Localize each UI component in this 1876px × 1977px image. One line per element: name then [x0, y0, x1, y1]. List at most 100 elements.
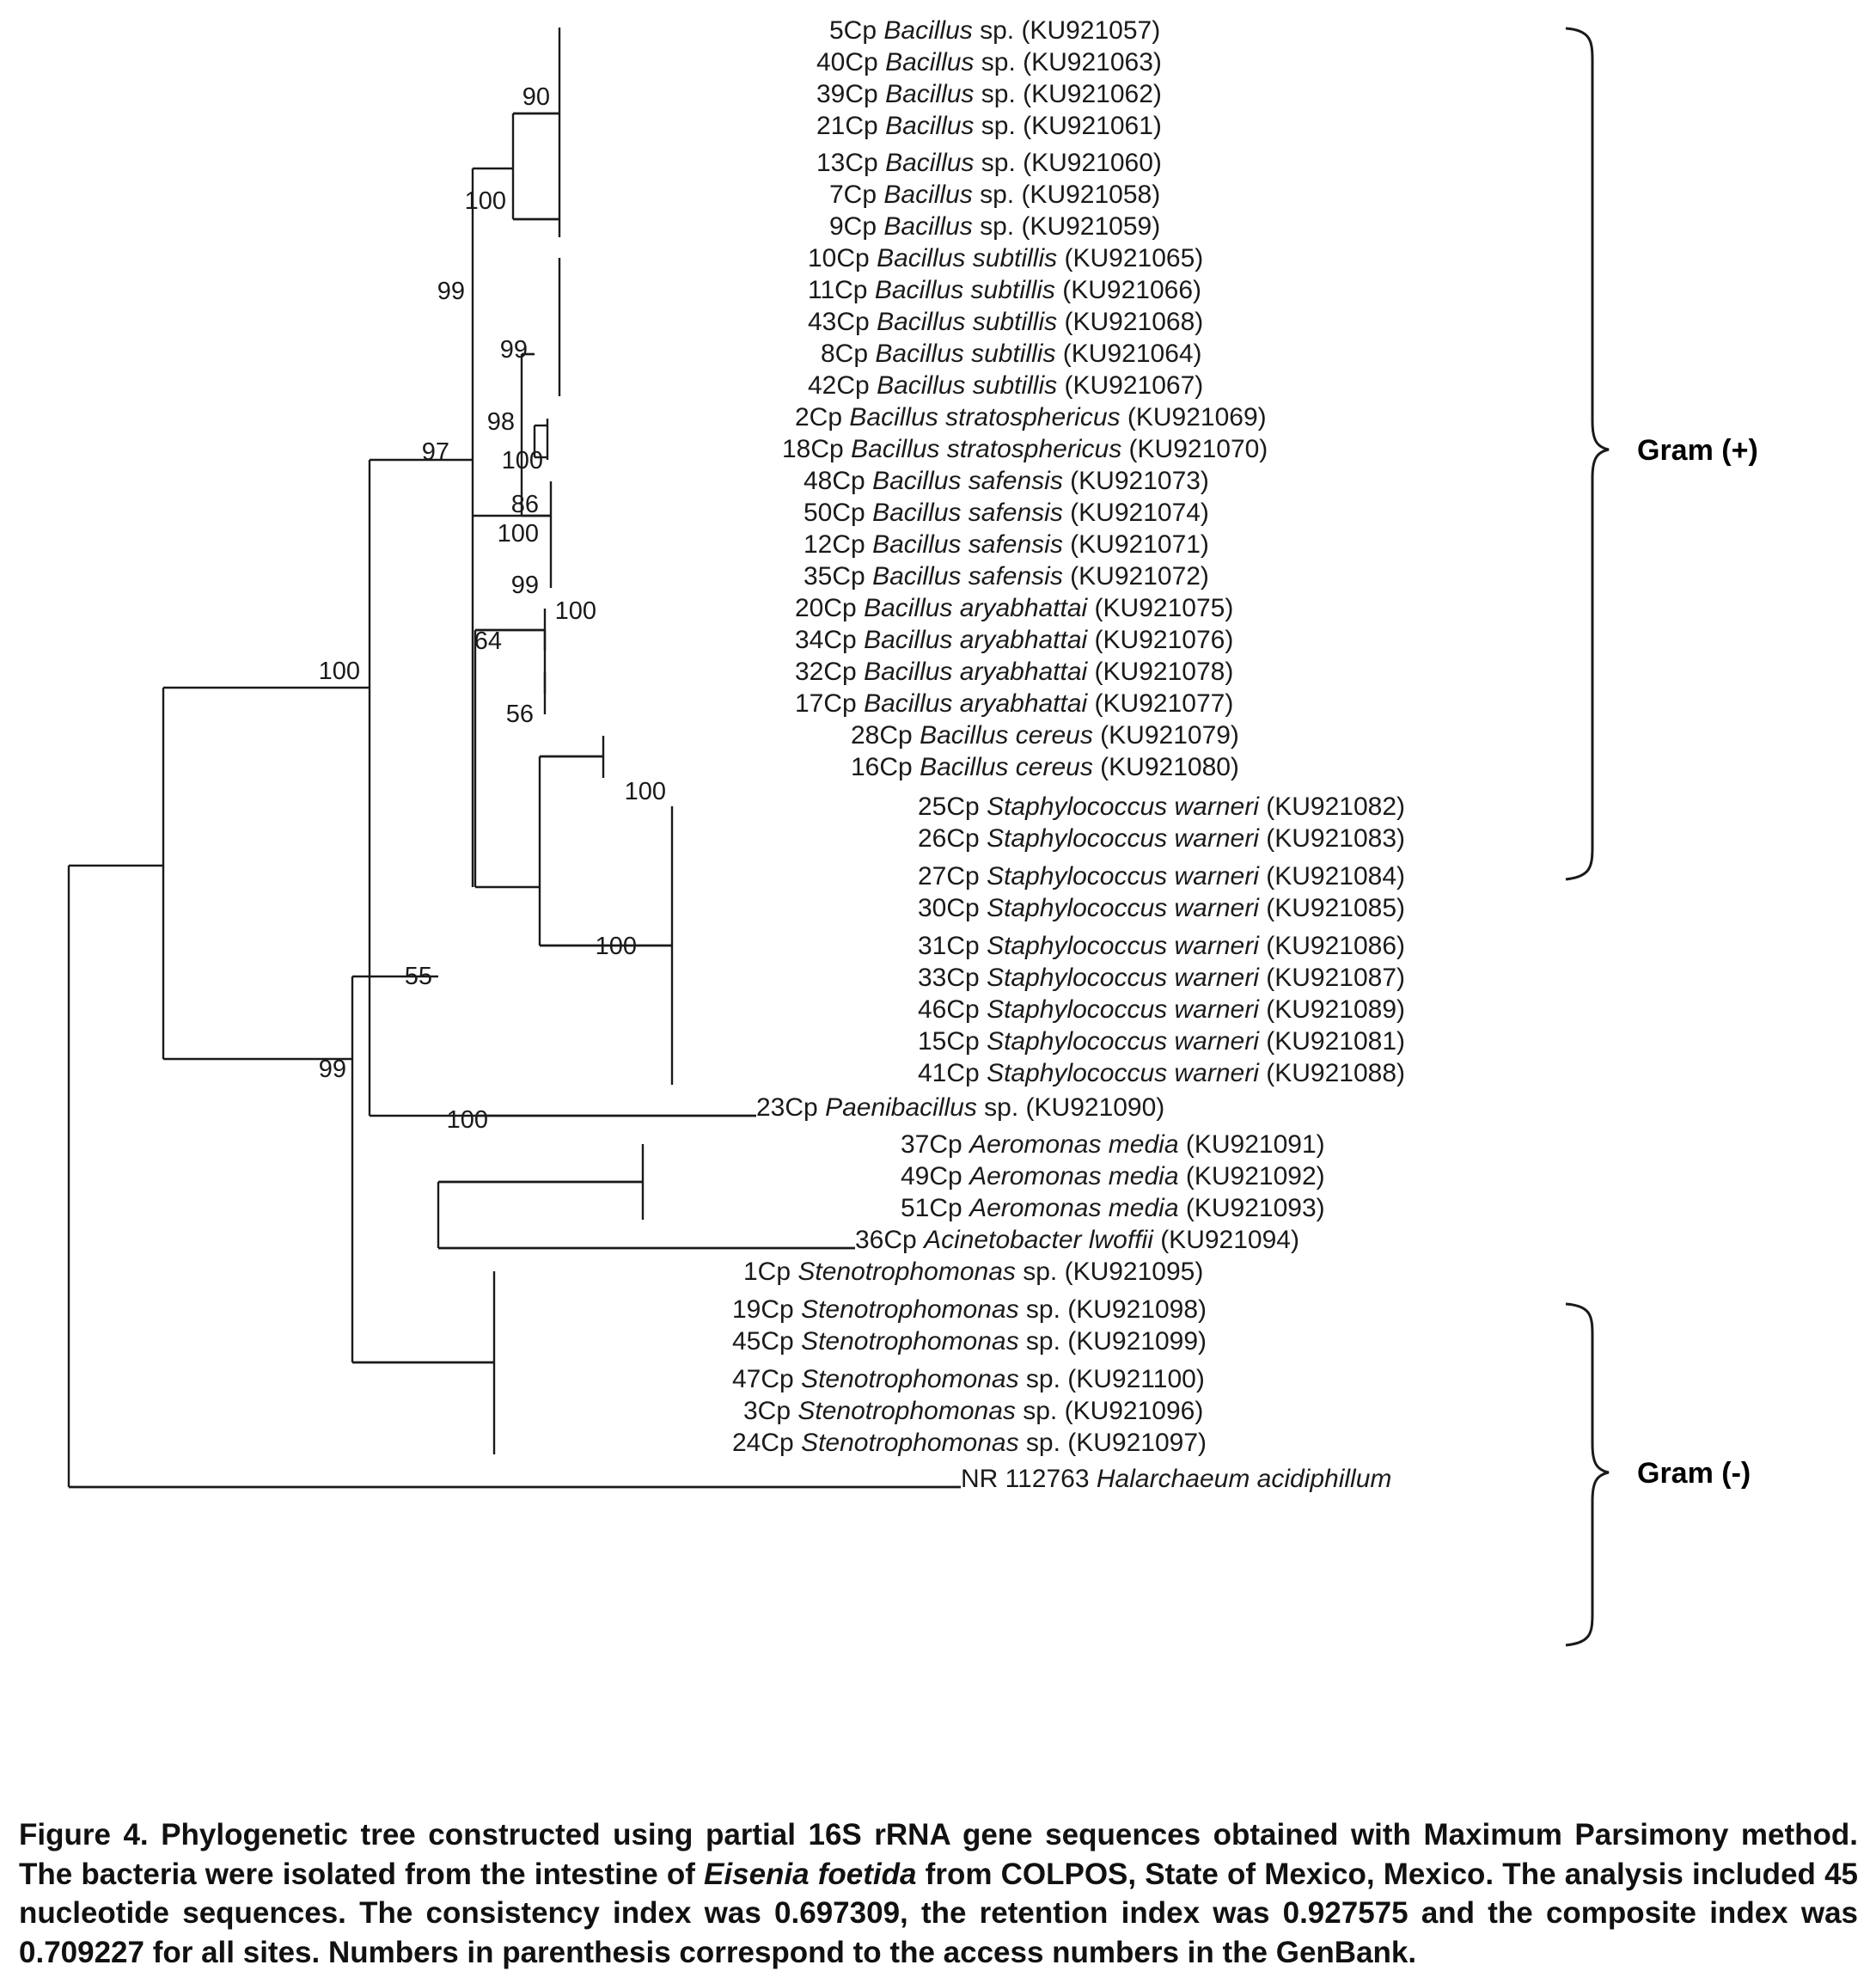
tip-species-name: Bacillus [885, 149, 974, 177]
tip-species-name: Staphylococcus warneri [987, 1027, 1260, 1056]
tip-label: 7Cp Bacillus sp. (KU921058) [829, 181, 1160, 209]
tip-label: 32Cp Bacillus aryabhattai (KU921078) [795, 658, 1233, 686]
tip-strain-id: 18Cp [782, 435, 851, 463]
tip-accession: sp. (KU921059) [973, 212, 1160, 241]
tip-label: 40Cp Bacillus sp. (KU921063) [816, 48, 1162, 77]
tip-species-name: Staphylococcus warneri [987, 932, 1260, 960]
tip-strain-id: 51Cp [901, 1194, 969, 1222]
tip-label: 45Cp Stenotrophomonas sp. (KU921099) [732, 1327, 1207, 1356]
tip-accession: (KU921085) [1259, 894, 1405, 922]
tip-label: 17Cp Bacillus aryabhattai (KU921077) [795, 689, 1233, 718]
tip-strain-id: 7Cp [829, 181, 883, 209]
tip-accession: (KU921081) [1259, 1027, 1405, 1056]
tip-species-name: Bacillus [885, 112, 974, 140]
tip-accession: (KU921070) [1121, 435, 1268, 463]
bootstrap-value: 64 [474, 627, 502, 655]
tip-species-name: Aeromonas media [968, 1194, 1178, 1222]
tip-label: 31Cp Staphylococcus warneri (KU921086) [918, 932, 1405, 960]
caption-text-part1: Phylogenetic tree constructed using part… [19, 1818, 1858, 1891]
tip-strain-id: 34Cp [795, 626, 864, 654]
tip-label: 49Cp Aeromonas media (KU921092) [901, 1162, 1325, 1190]
tip-strain-id: 25Cp [918, 793, 987, 821]
tip-accession: (KU921079) [1093, 721, 1239, 750]
tip-accession: (KU921065) [1057, 244, 1203, 272]
tip-accession: (KU921064) [1055, 340, 1201, 368]
tip-accession: (KU921074) [1063, 499, 1209, 527]
tip-strain-id: 42Cp [808, 371, 877, 400]
tip-strain-id: 10Cp [808, 244, 877, 272]
tip-label: 1Cp Stenotrophomonas sp. (KU921095) [743, 1258, 1203, 1286]
bootstrap-value: 86 [511, 491, 539, 518]
tip-accession: (KU921068) [1057, 308, 1203, 336]
tip-strain-id: 47Cp [732, 1365, 801, 1393]
tip-species-name: Bacillus safensis [872, 499, 1063, 527]
tip-species-name: Stenotrophomonas [801, 1327, 1019, 1356]
tip-species-name: Staphylococcus warneri [987, 1059, 1260, 1087]
tip-accession: (KU921088) [1259, 1059, 1405, 1087]
tip-label: 15Cp Staphylococcus warneri (KU921081) [918, 1027, 1405, 1056]
tip-accession: (KU921067) [1057, 371, 1203, 400]
tip-strain-id: 30Cp [918, 894, 987, 922]
tip-accession: (KU921092) [1179, 1162, 1325, 1190]
tip-label: 11Cp Bacillus subtillis (KU921066) [808, 276, 1201, 304]
tip-label: 5Cp Bacillus sp. (KU921057) [829, 16, 1160, 45]
tip-label: 19Cp Stenotrophomonas sp. (KU921098) [732, 1295, 1207, 1324]
bootstrap-value: 99 [500, 336, 528, 364]
tip-accession: sp. (KU921057) [973, 16, 1160, 45]
tip-accession: sp. (KU921097) [1019, 1429, 1207, 1457]
tip-label: 34Cp Bacillus aryabhattai (KU921076) [795, 626, 1233, 654]
tip-strain-id: 20Cp [795, 594, 864, 622]
tip-species-name: Halarchaeum acidiphillum [1097, 1465, 1392, 1493]
tip-label: 12Cp Bacillus safensis (KU921071) [804, 530, 1209, 559]
tip-strain-id: 43Cp [808, 308, 877, 336]
bootstrap-value: 97 [422, 438, 449, 466]
tip-strain-id: 2Cp [795, 403, 849, 432]
tip-accession: (KU921080) [1093, 753, 1239, 781]
caption-text-part2: from COLPOS, State of Mexico, Mexico. Th… [19, 1857, 1859, 1969]
tip-species-name: Aeromonas media [968, 1130, 1178, 1159]
tip-accession: (KU921075) [1087, 594, 1233, 622]
tip-species-name: Bacillus safensis [872, 562, 1063, 591]
tip-species-name: Bacillus aryabhattai [864, 626, 1088, 654]
tip-species-name: Bacillus [883, 181, 972, 209]
tip-strain-id: 8Cp [821, 340, 875, 368]
tip-accession: sp. (KU921098) [1019, 1295, 1207, 1324]
tip-label: 51Cp Aeromonas media (KU921093) [901, 1194, 1325, 1222]
tip-label: 47Cp Stenotrophomonas sp. (KU921100) [732, 1365, 1205, 1393]
bootstrap-value: 100 [498, 520, 539, 548]
tip-accession: sp. (KU921090) [977, 1093, 1164, 1122]
bootstrap-value: 90 [522, 83, 550, 111]
tip-label: 13Cp Bacillus sp. (KU921060) [816, 149, 1162, 177]
tip-species-name: Stenotrophomonas [797, 1258, 1016, 1286]
tip-species-name: Bacillus [885, 80, 974, 108]
tip-species-name: Staphylococcus warneri [987, 824, 1260, 853]
tip-species-name: Bacillus stratosphericus [851, 435, 1121, 463]
tip-accession: (KU921066) [1055, 276, 1201, 304]
bootstrap-value: 100 [502, 447, 543, 474]
tip-species-name: Bacillus [883, 212, 972, 241]
tip-species-name: Stenotrophomonas [797, 1397, 1016, 1425]
tip-label: 46Cp Staphylococcus warneri (KU921089) [918, 995, 1405, 1024]
tip-strain-id: 50Cp [804, 499, 872, 527]
caption-figure-number: Figure 4. [19, 1818, 149, 1852]
tip-species-name: Bacillus subtillis [877, 308, 1057, 336]
tip-strain-id: NR 112763 [961, 1465, 1097, 1493]
bootstrap-value: 98 [487, 408, 515, 436]
tip-strain-id: 23Cp [756, 1093, 825, 1122]
tip-species-name: Bacillus subtillis [875, 276, 1055, 304]
tip-accession: sp. (KU921099) [1019, 1327, 1207, 1356]
bootstrap-value: 99 [319, 1056, 346, 1083]
tip-strain-id: 11Cp [808, 276, 875, 304]
tip-species-name: Bacillus cereus [920, 753, 1093, 781]
tip-accession: sp. (KU921061) [974, 112, 1161, 140]
tip-label: 25Cp Staphylococcus warneri (KU921082) [918, 793, 1405, 821]
tip-accession: (KU921069) [1121, 403, 1267, 432]
caption-species-name: Eisenia foetida [704, 1857, 917, 1891]
bootstrap-value: 99 [437, 278, 465, 305]
tip-species-name: Staphylococcus warneri [987, 995, 1260, 1024]
tip-label: 3Cp Stenotrophomonas sp. (KU921096) [743, 1397, 1203, 1425]
tip-label: 23Cp Paenibacillus sp. (KU921090) [756, 1093, 1164, 1122]
tip-accession: (KU921093) [1179, 1194, 1325, 1222]
tip-label: NR 112763 Halarchaeum acidiphillum [961, 1465, 1391, 1493]
bootstrap-value: 99 [511, 572, 539, 599]
